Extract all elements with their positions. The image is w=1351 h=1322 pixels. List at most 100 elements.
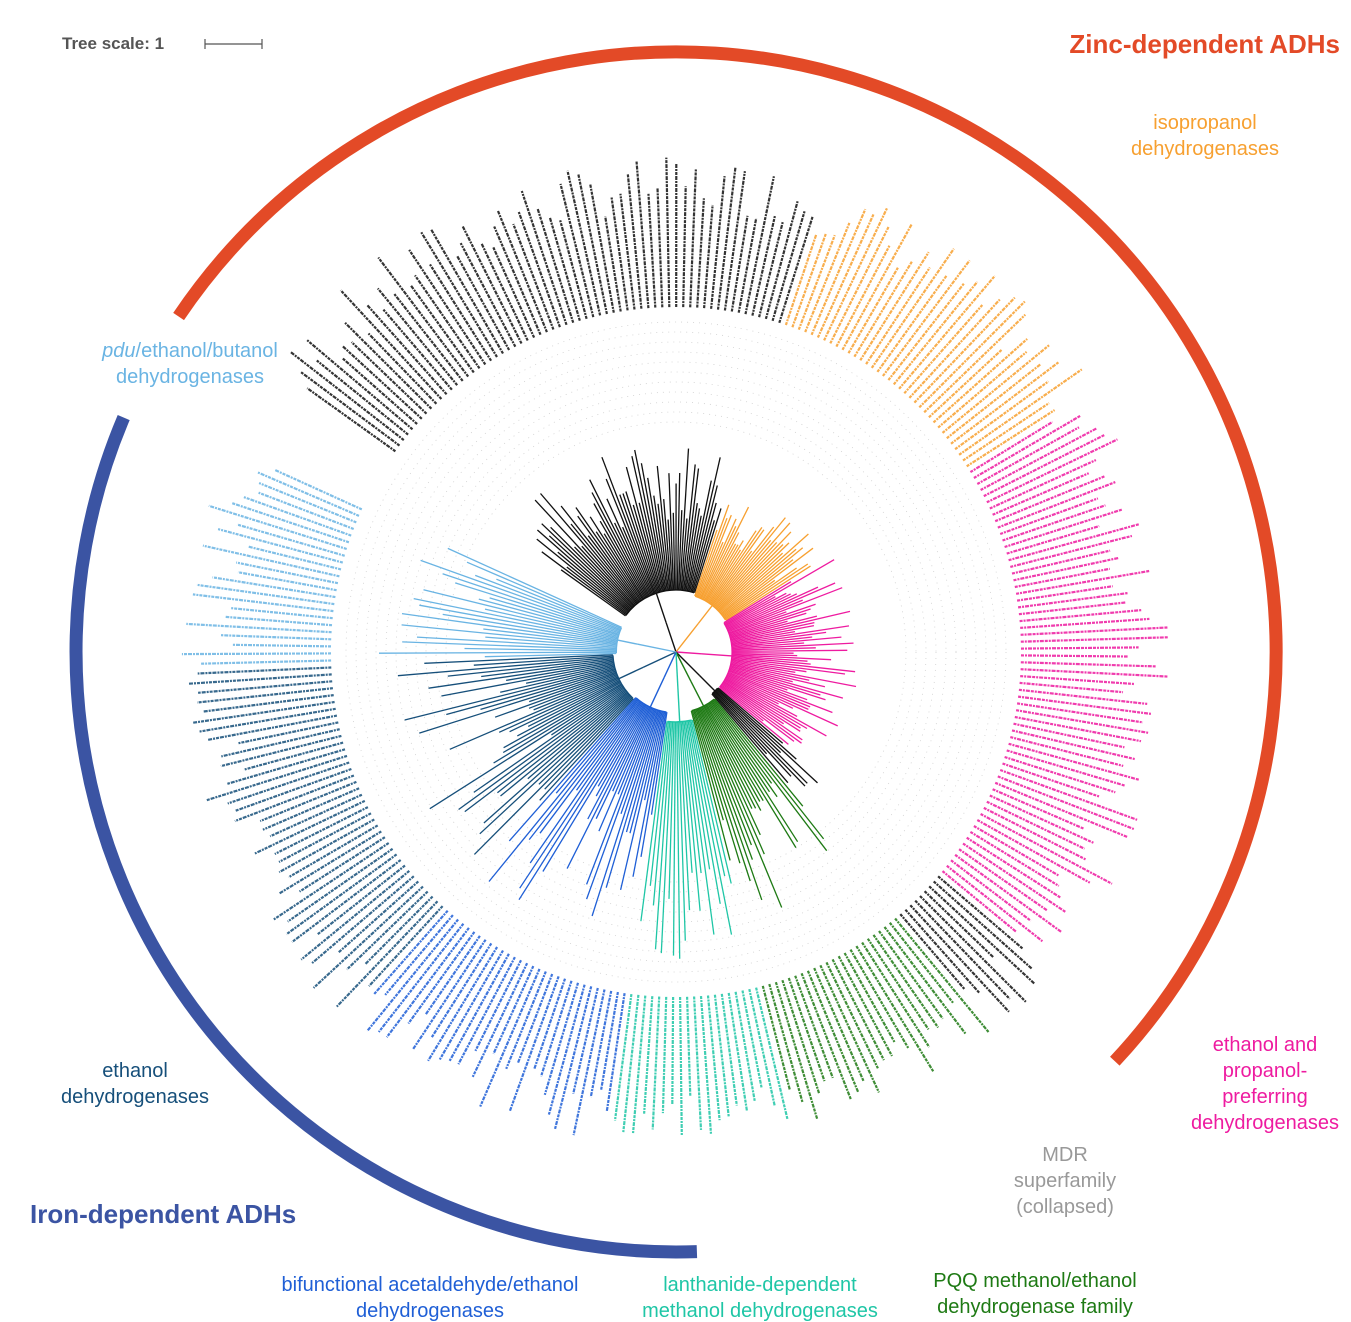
guide-rings [345,321,1007,983]
leaf-label-mark [876,275,948,373]
branch [711,526,775,606]
guide-ring [365,341,987,963]
leaf-label-mark [393,293,464,382]
branch [551,686,624,736]
leaf-label-mark [225,615,333,627]
leaf-label-mark [764,201,799,320]
leaf-label-mark [973,414,1081,479]
branch [494,672,617,718]
leaf-label-mark [656,188,664,308]
leaf-label-mark [285,853,398,936]
branch [694,529,718,597]
leaf-label-mark [203,694,334,713]
leaf-label-mark [221,728,340,758]
leaf-label-mark [696,198,705,308]
branch [625,491,659,593]
branch [720,548,797,615]
leaf-label-mark [553,986,593,1130]
leaf-label-mark [784,234,818,326]
branch [717,542,790,612]
leaf-label-mark [937,350,1028,429]
leaf-label-mark [274,469,363,511]
leaf-label-mark [932,338,1028,424]
branch [708,527,763,604]
leaf-label-mark [626,173,643,309]
branch [617,708,654,795]
leaf-label-mark [986,438,1118,504]
branch [728,587,843,633]
leaf-label-mark [1020,626,1168,636]
leaf-label-mark [610,196,629,311]
branch [703,705,757,809]
branch [725,677,798,717]
leaf-label-mark [1010,736,1124,767]
leaf-label-mark [1015,569,1150,595]
branch [634,449,665,592]
leaf-label-mark [983,806,1087,861]
branch [728,603,816,635]
branch [731,660,796,674]
guide-ring [395,371,957,933]
leaf-label-mark [258,491,355,531]
branch [483,693,630,824]
branch [696,517,728,598]
leaf-label-mark [755,987,789,1120]
clade-label-ethanol-propanol: ethanol and propanol- preferring dehydro… [1191,1034,1339,1134]
branch [716,531,792,610]
branch [676,472,681,591]
branch [617,639,638,645]
leaf-label-mark [962,842,1067,914]
leaf-label-mark [771,210,806,322]
branch [725,593,791,628]
branch [729,668,826,701]
leaf-label-mark [966,836,1062,899]
leaf-label-mark [559,183,595,318]
branch [717,544,784,611]
leaf-label-mark [533,978,567,1070]
branch [527,692,629,780]
branch [413,597,618,641]
leaf-label-mark [716,167,737,310]
leaf-label-mark [941,870,1017,933]
branch [713,699,825,840]
branch [676,721,681,959]
leaf-label-mark [994,781,1128,838]
branch [690,681,705,707]
branch [632,711,666,877]
leaf-label-mark [207,714,338,741]
branch [702,532,740,601]
leaf-label-mark [835,244,891,348]
leaf-label-mark [311,875,415,964]
branch [649,721,670,886]
branch [631,456,664,592]
guide-ring [375,351,977,953]
branch [697,708,753,846]
leaf-label-mark [997,775,1135,831]
leaf-label-mark [919,895,1027,1003]
leaf-label-mark [196,583,335,606]
branch [640,721,668,922]
leaf-label-mark [409,284,475,374]
branch [726,675,794,709]
leaf-label-mark [847,267,899,354]
leaf-label-mark [744,176,775,315]
leaf-label-mark [198,680,333,694]
leaf-label-mark [235,767,352,812]
branch [657,503,670,591]
branch [416,636,617,650]
branch [731,655,808,662]
tree-branches [378,448,857,959]
branch [732,649,848,653]
guide-ring [405,381,947,923]
branch [656,465,671,591]
leaf-label-mark [913,296,1016,404]
leaf-label-mark [778,216,814,324]
branch [509,678,620,733]
branch [731,656,811,665]
leaf-label-mark [217,528,344,564]
branch [718,687,789,745]
branch [727,582,836,631]
branch [687,480,712,592]
branch [663,499,672,591]
